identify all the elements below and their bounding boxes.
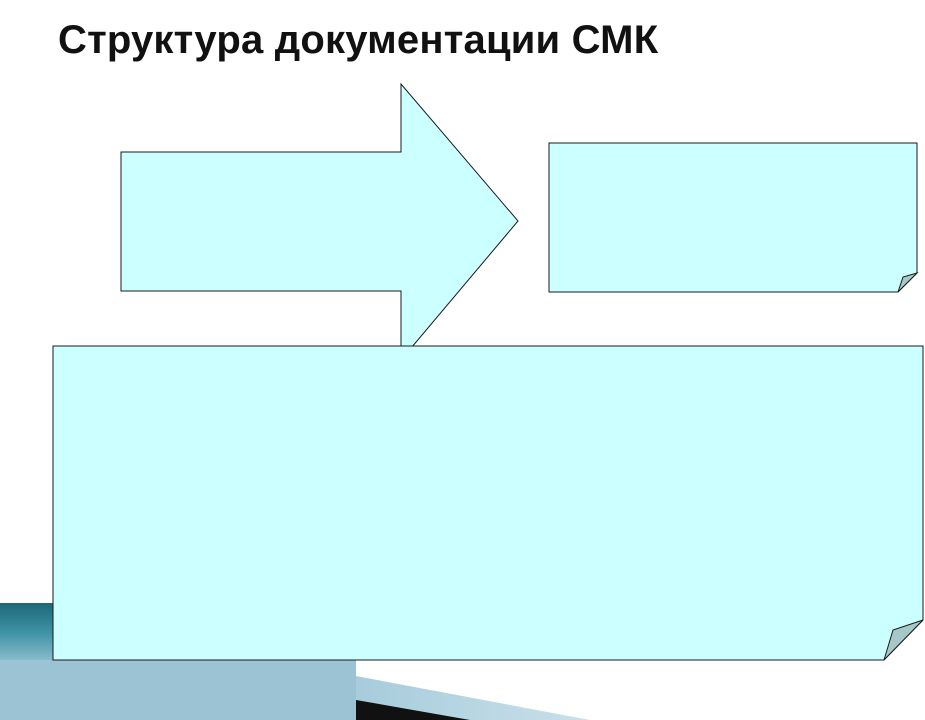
note-box-large-fold — [883, 619, 924, 661]
footer-light-wedge — [356, 676, 590, 720]
footer-light-band — [0, 660, 356, 720]
block-arrow-shape — [120, 82, 519, 362]
note-box-small — [548, 142, 919, 293]
note-box-small-fold — [897, 271, 919, 293]
note-box-large-body — [52, 345, 924, 661]
note-box-small-body — [548, 142, 918, 293]
slide-title: Структура документации СМК — [58, 18, 659, 62]
footer-black-wedge — [356, 700, 470, 720]
note-box-large — [52, 345, 924, 661]
